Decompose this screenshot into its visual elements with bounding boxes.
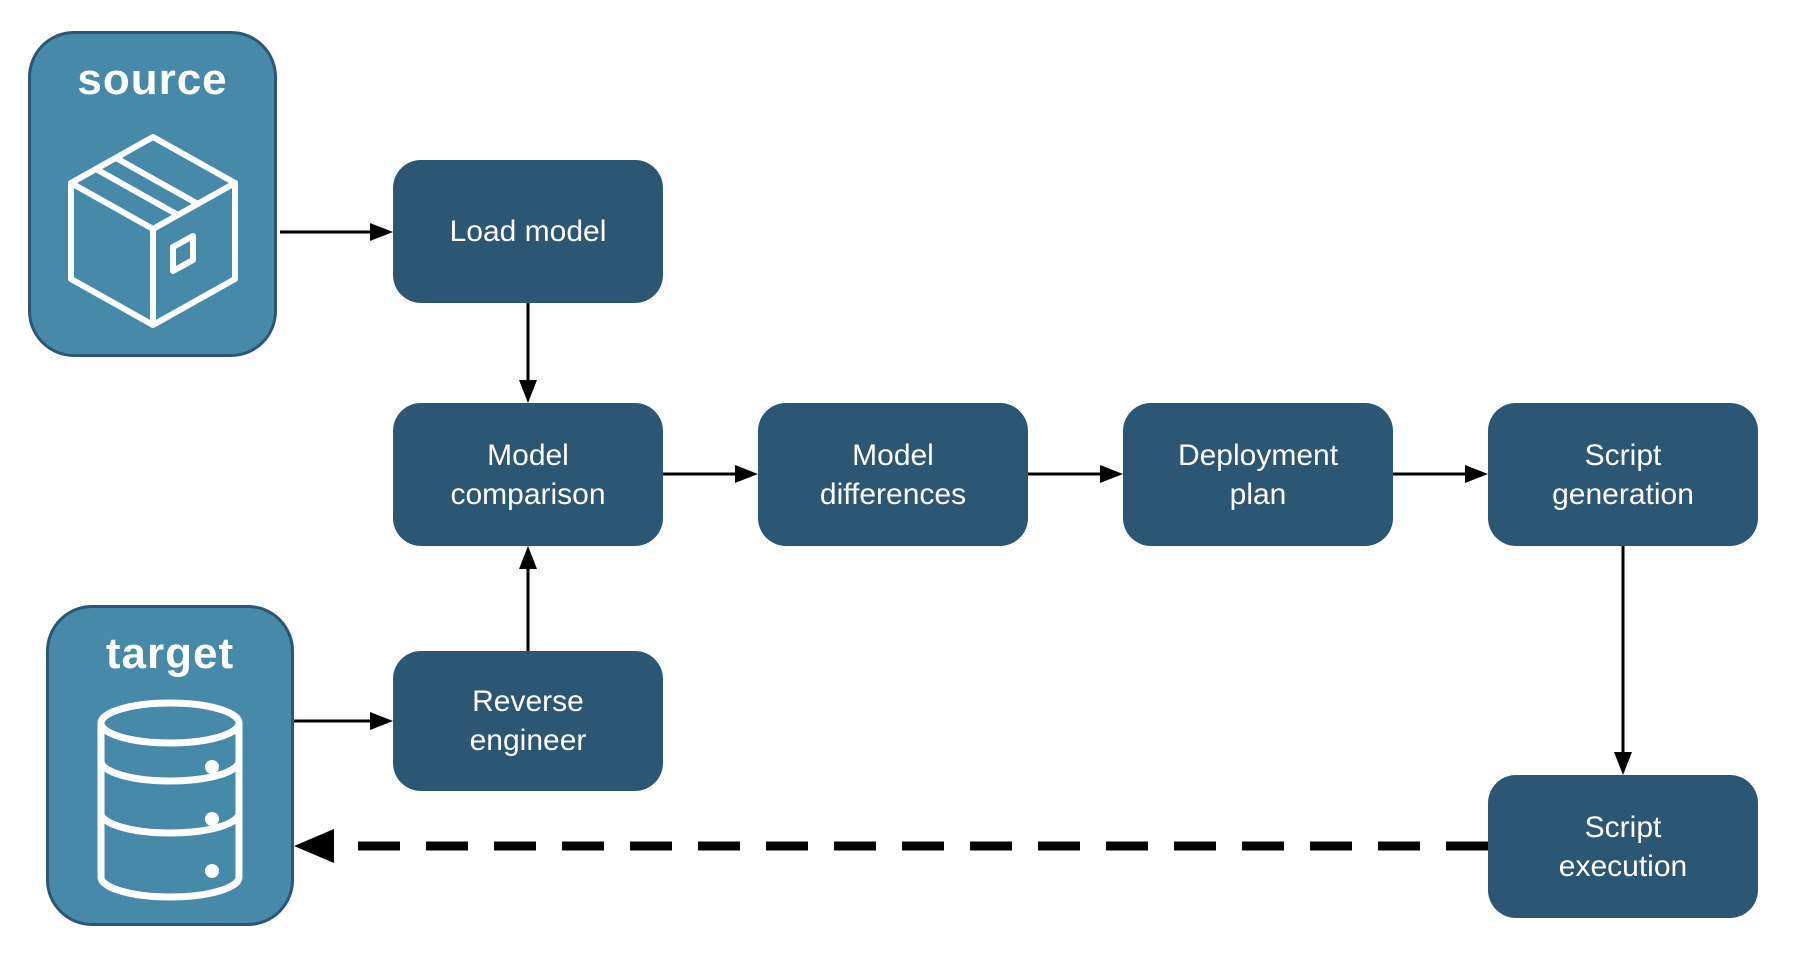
node-label-line: differences — [819, 477, 967, 511]
node-script-execution: Script execution — [1488, 775, 1758, 918]
package-icon — [31, 104, 274, 354]
node-label-line: Model — [852, 438, 934, 472]
node-label-line: execution — [1558, 849, 1688, 883]
node-label-line: comparison — [450, 477, 606, 511]
edge-script-execution-to-target-dashed — [294, 829, 1488, 863]
node-label-line: Script — [1584, 438, 1662, 472]
edge-deployment-plan-to-script-generation — [1393, 465, 1488, 483]
source-label: source — [77, 55, 228, 104]
node-script-generation: Script generation — [1488, 403, 1758, 546]
edge-reverse-engineer-to-model-comparison — [519, 546, 537, 651]
node-label-line: Reverse — [472, 685, 584, 718]
edge-target-to-reverse-engineer — [294, 712, 393, 730]
node-label-line: plan — [1229, 477, 1287, 511]
node-model-comparison: Model comparison — [393, 403, 663, 546]
database-icon — [49, 678, 291, 923]
node-label-line: Deployment — [1177, 438, 1339, 472]
target-label: target — [105, 629, 235, 678]
edge-load-model-to-model-comparison — [519, 303, 537, 403]
node-label-line: Model — [487, 438, 569, 472]
edge-model-differences-to-deployment-plan — [1028, 465, 1123, 483]
edge-script-generation-to-script-execution — [1614, 546, 1632, 775]
entity-target: target — [46, 605, 294, 926]
node-label-line: generation — [1552, 477, 1694, 511]
entity-source: source — [28, 31, 277, 357]
node-label-line: engineer — [469, 724, 587, 757]
node-load-model: Load model — [393, 160, 663, 303]
edge-source-to-load-model — [280, 223, 393, 241]
edge-model-comparison-to-model-differences — [663, 465, 758, 483]
node-label-line: Load model — [449, 215, 607, 248]
node-reverse-engineer: Reverse engineer — [393, 651, 663, 791]
node-deployment-plan: Deployment plan — [1123, 403, 1393, 546]
node-model-differences: Model differences — [758, 403, 1028, 546]
node-label-line: Script — [1584, 810, 1662, 844]
